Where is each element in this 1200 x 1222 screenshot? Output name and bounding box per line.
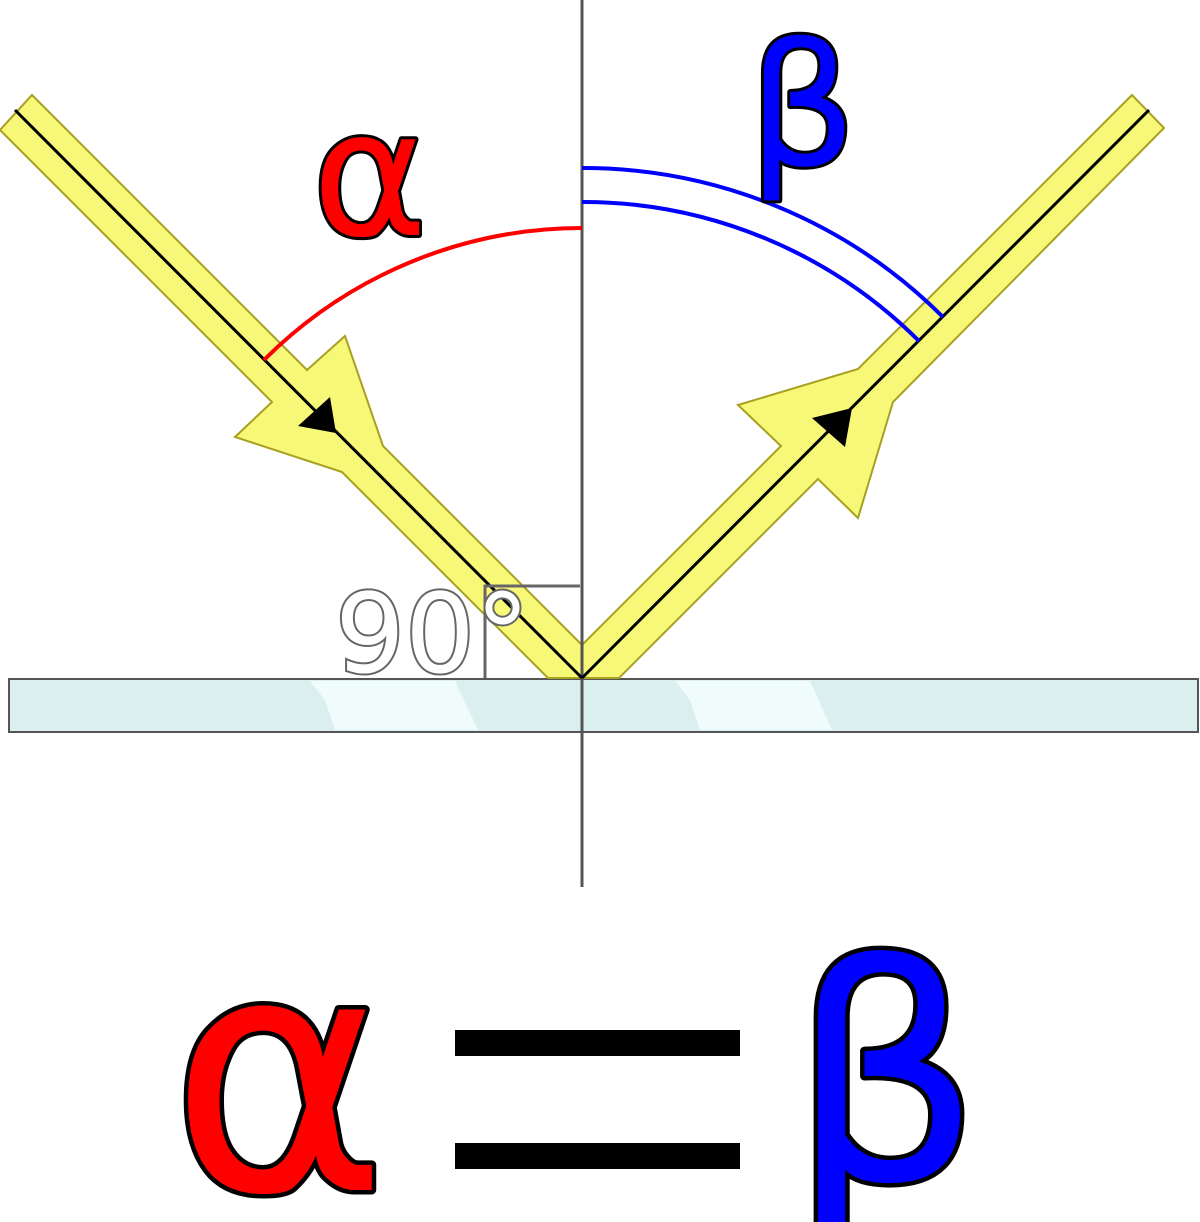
equation: α β	[166, 880, 986, 1222]
beta-label: β	[748, 8, 857, 206]
incident-angle-arc	[262, 226, 583, 362]
reflected-ray	[580, 108, 1151, 680]
alpha-label: α	[312, 74, 427, 277]
equation-alpha: α	[170, 884, 388, 1222]
incident-arrowhead-icon	[298, 397, 336, 433]
mirror	[8, 678, 1199, 733]
equals-bar-bottom	[455, 1143, 740, 1169]
reflected-arrowhead-icon	[812, 408, 852, 447]
right-angle-marker	[483, 584, 580, 678]
equals-bar-top	[455, 1030, 740, 1056]
right-angle-label: 90°	[335, 570, 530, 698]
incident-ray	[13, 108, 584, 680]
reflected-angle-arc-inner	[581, 199, 921, 343]
equation-beta: β	[790, 902, 981, 1222]
reflected-angle-arc-outer	[581, 165, 945, 319]
